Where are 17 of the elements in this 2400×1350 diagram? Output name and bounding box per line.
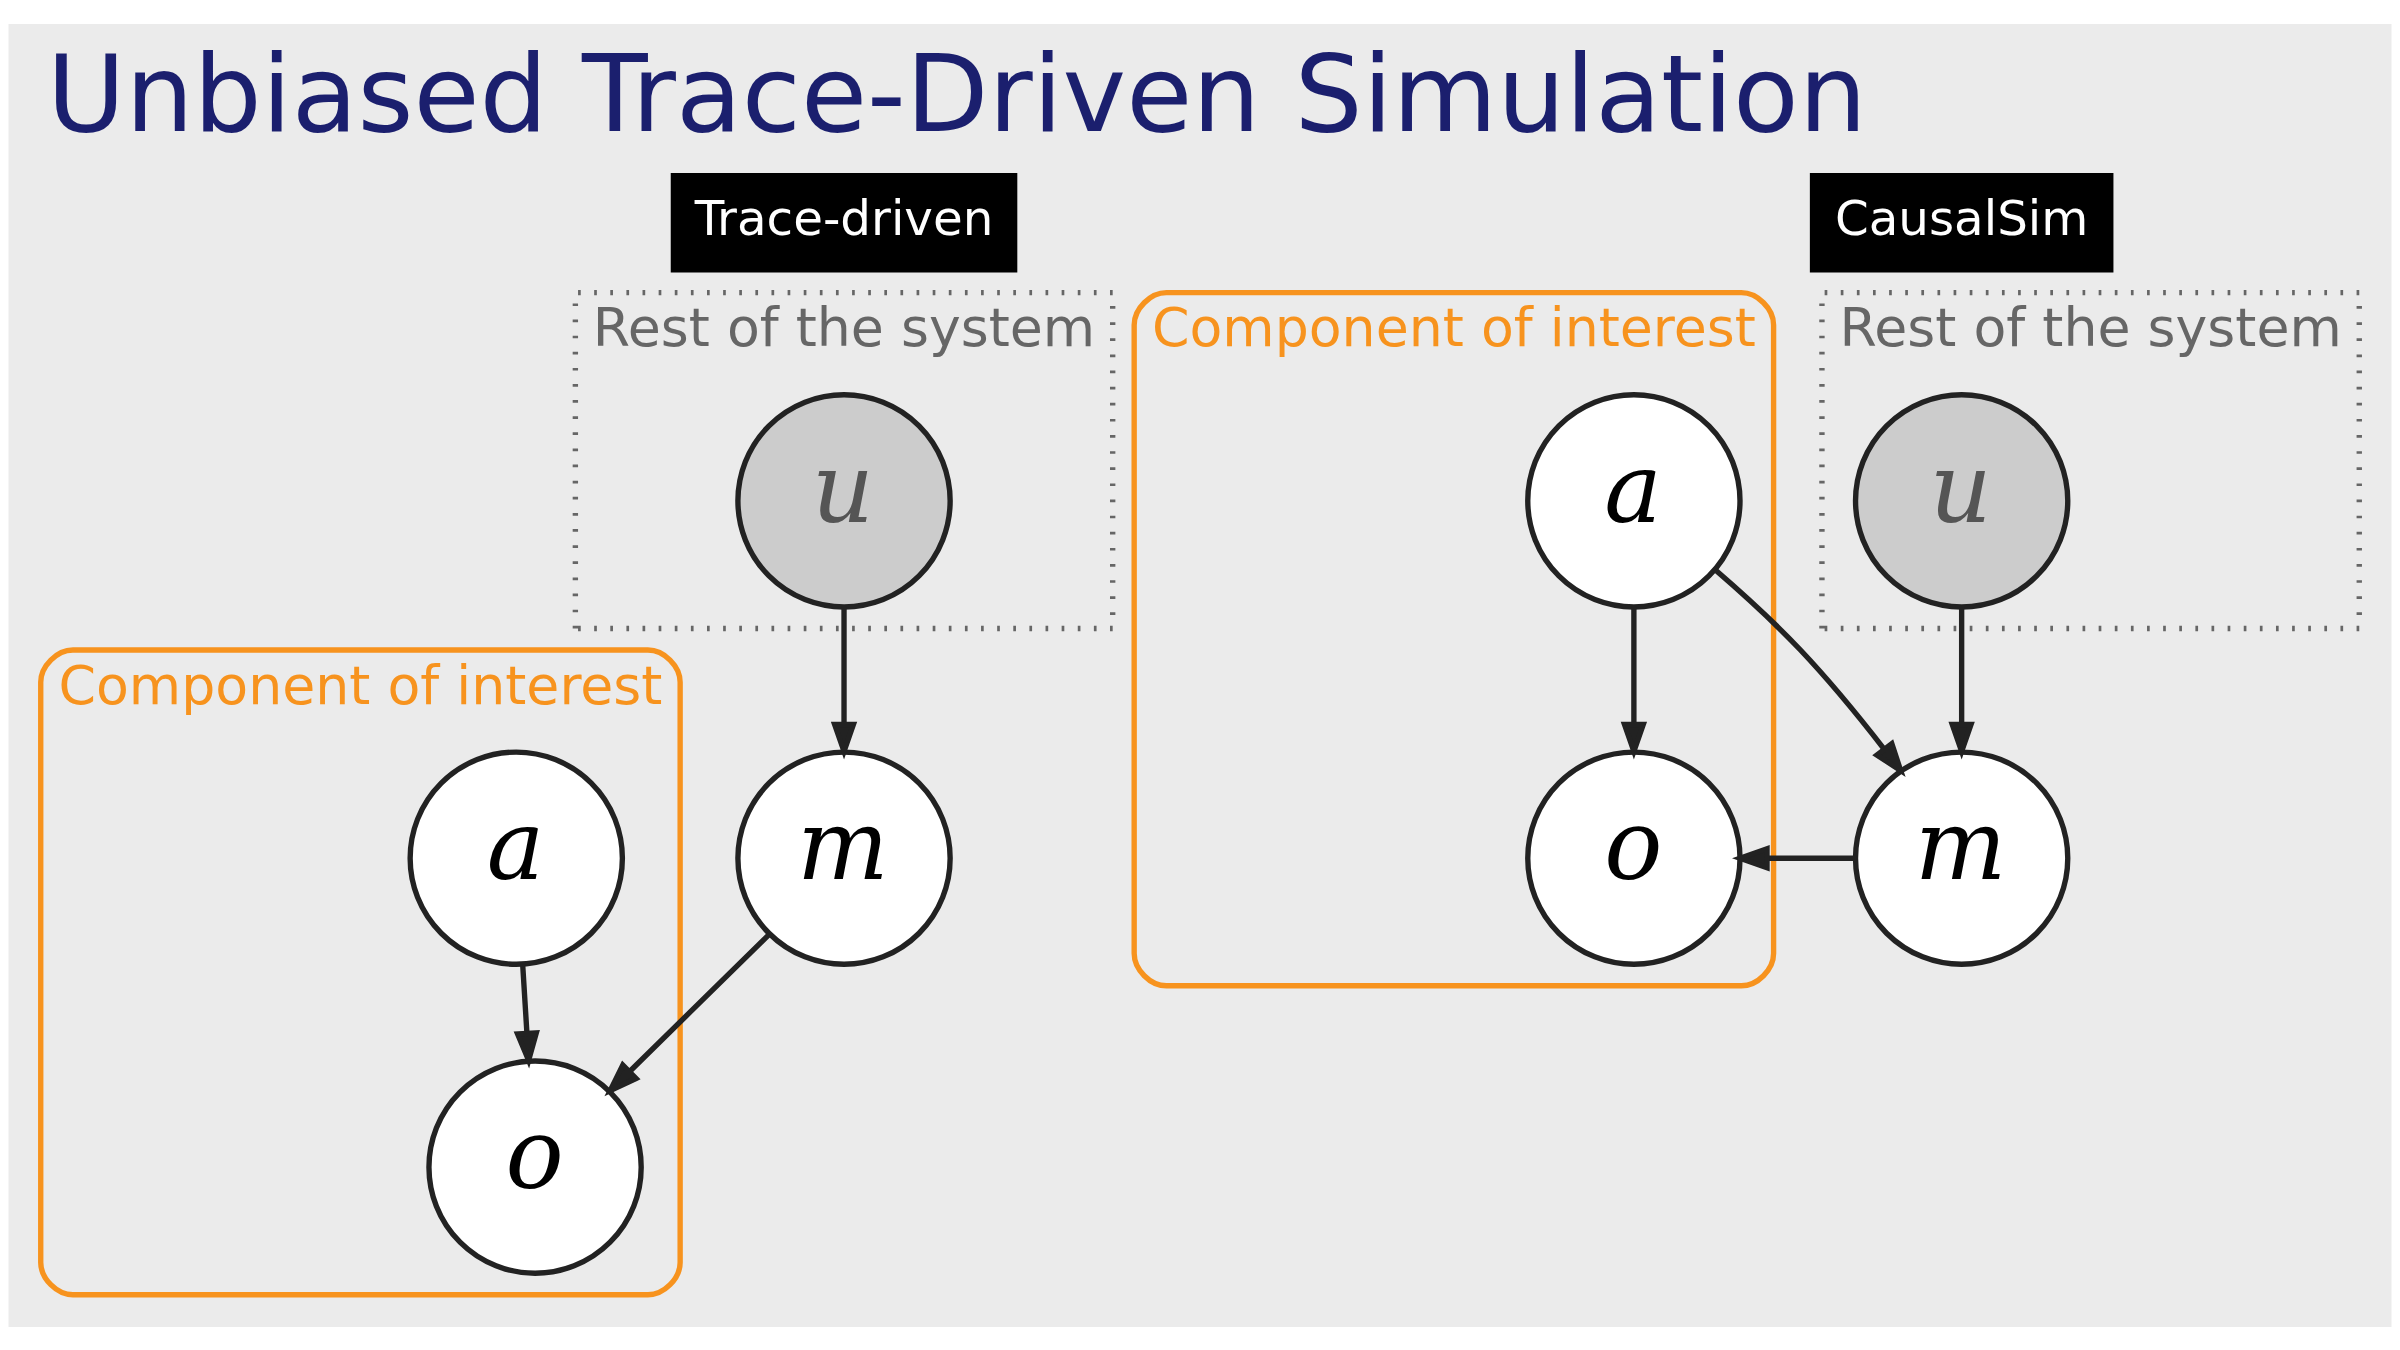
arrow <box>1948 606 1975 759</box>
node-circle: u <box>735 391 953 610</box>
arrow <box>1713 567 1906 777</box>
node-circle: a <box>1525 391 1743 610</box>
label: CausalSim <box>1834 189 2089 246</box>
node-circle: m <box>735 748 953 967</box>
node-circle: a <box>407 748 626 967</box>
label: Trace-driven <box>694 189 994 246</box>
node-circle: u <box>1852 391 2071 610</box>
node-circle: m <box>1852 748 2071 967</box>
arrow <box>513 963 540 1068</box>
arrow <box>604 931 772 1096</box>
node-circle: o <box>1525 748 1743 967</box>
arrow <box>1620 606 1648 759</box>
diagram-title: Unbiased Trace-Driven Simulation <box>46 30 1867 156</box>
arrow <box>830 606 858 759</box>
arrow <box>1732 844 1856 871</box>
